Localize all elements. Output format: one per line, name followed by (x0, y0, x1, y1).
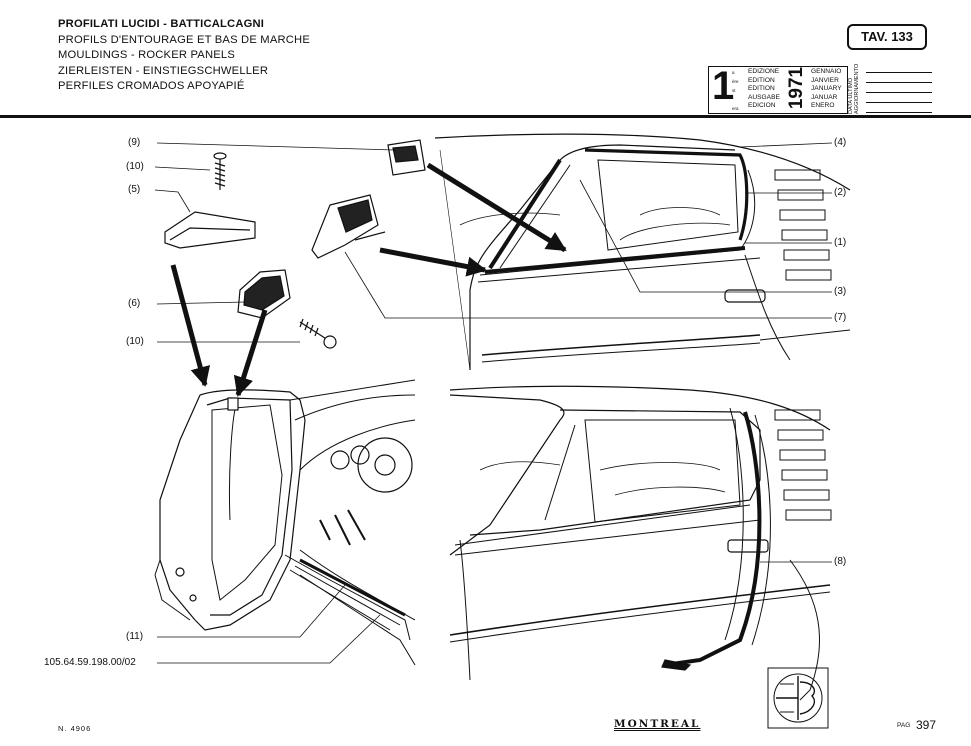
callout-10-second: (10) (126, 336, 144, 347)
edition-label: EDITION (748, 76, 775, 84)
edition-block: 1 a ère st era EDIZIONE EDITION EDITION … (708, 64, 938, 116)
part-clip-6 (237, 269, 291, 319)
edition-label: AUSGABE (748, 93, 780, 101)
update-line (866, 82, 932, 83)
edition-superscript: ère (732, 79, 739, 84)
part-screw-10b (299, 318, 337, 349)
edition-month: JANVIER (811, 76, 839, 84)
header-rule (0, 115, 971, 118)
door-interior-view (154, 379, 416, 666)
part-clip-5 (164, 211, 256, 249)
car-side-view-bottom (449, 385, 832, 701)
part-clip-9 (387, 139, 426, 176)
page-number: 397 (916, 718, 937, 732)
edition-labels: EDIZIONE EDITION EDITION AUSGABE EDICION (748, 68, 780, 111)
callout-10: (10) (126, 161, 144, 172)
callout-1: (1) (834, 237, 847, 248)
edition-number: 1 (712, 64, 735, 108)
callout-7: (7) (834, 312, 847, 323)
car-side-view-top (434, 133, 851, 371)
page-label: PAG (897, 722, 911, 729)
sheet-number: N. 4906 (58, 724, 92, 733)
edition-months: GENNAIO JANVIER JANUARY JANUAR ENERO (811, 68, 842, 111)
leader-lines-top (154, 142, 833, 343)
edition-label: EDIZIONE (748, 68, 780, 75)
callout-11: (11) (126, 631, 144, 642)
update-line (866, 112, 932, 113)
callout-3: (3) (834, 286, 847, 297)
callout-5: (5) (128, 184, 141, 195)
model-logo: MONTREAL (614, 718, 701, 730)
edition-superscript: st (732, 88, 736, 93)
alfa-emblem (767, 667, 829, 729)
callout-6: (6) (128, 298, 141, 309)
part-bracket-7 (311, 194, 386, 259)
title-french: PROFILS D'ENTOURAGE ET BAS DE MARCHE (58, 33, 310, 46)
title-italian: PROFILATI LUCIDI - BATTICALCAGNI (58, 18, 265, 30)
title-german: ZIERLEISTEN - EINSTIEGSCHWELLER (58, 64, 269, 77)
edition-label: EDITION (748, 85, 775, 93)
update-line (866, 102, 932, 103)
edition-box (708, 66, 848, 114)
callout-8: (8) (834, 556, 847, 567)
leader-lines-bottom (157, 561, 832, 664)
assembly-arrows (170, 162, 567, 397)
title-spanish: PERFILES CROMADOS APOYAPIÉ (58, 80, 245, 93)
part-screw-10 (213, 152, 227, 190)
edition-superscript: era (732, 106, 739, 111)
title-block: PROFILATI LUCIDI - BATTICALCAGNI PROFILS… (58, 17, 310, 95)
edition-month: ENERO (811, 102, 835, 110)
table-number-badge: TAV. 133 (847, 24, 927, 50)
edition-month: JANUAR (811, 93, 838, 101)
edition-label: EDICION (748, 102, 776, 110)
callout-2: (2) (834, 187, 847, 198)
update-line (866, 72, 932, 73)
callout-4: (4) (834, 137, 847, 148)
part-number-label: 105.64.59.198.00/02 (44, 657, 136, 668)
callout-9: (9) (128, 137, 141, 148)
edition-month: GENNAIO (811, 68, 842, 75)
edition-month: JANUARY (811, 85, 842, 93)
edition-superscript: a (732, 70, 735, 75)
update-line (866, 92, 932, 93)
title-english: MOULDINGS - ROCKER PANELS (58, 49, 235, 62)
